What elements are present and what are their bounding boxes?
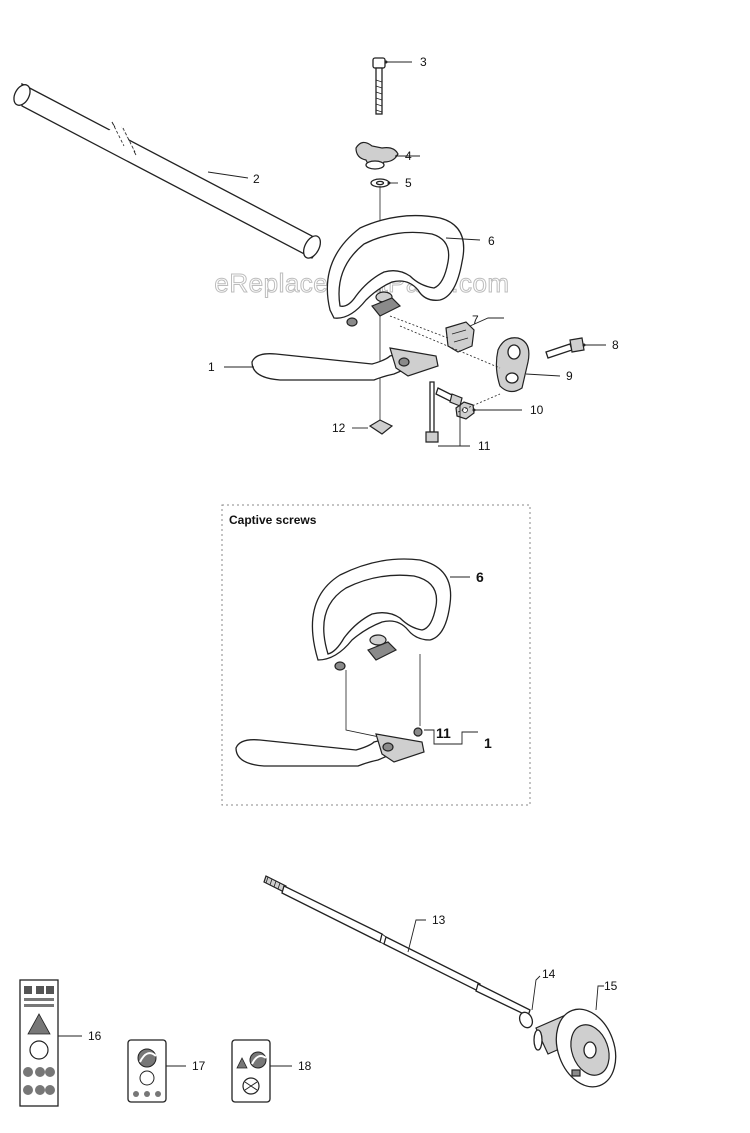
svg-text:17: 17 (192, 1059, 206, 1073)
callout-16: 16 (58, 1029, 102, 1043)
callout-18: 18 (270, 1059, 312, 1073)
svg-text:1: 1 (484, 735, 492, 751)
callout-9: 9 (525, 369, 573, 383)
callout-1: 1 (208, 360, 254, 374)
callout-12: 12 (332, 421, 368, 435)
loop-handle-icon (326, 214, 465, 327)
svg-text:10: 10 (530, 403, 544, 417)
warning-decal-icon (19, 979, 59, 1107)
clamp-icon (445, 321, 475, 353)
loop-handle-bar-icon (235, 727, 425, 767)
callout-8: 8 (584, 338, 619, 352)
svg-text:5: 5 (405, 176, 412, 190)
svg-text:15: 15 (604, 979, 618, 993)
inset-title: Captive screws (229, 513, 317, 527)
callout-5: 5 (389, 176, 412, 190)
svg-text:16: 16 (88, 1029, 102, 1043)
callout-17: 17 (166, 1059, 206, 1073)
svg-text:13: 13 (432, 913, 446, 927)
svg-text:6: 6 (488, 234, 495, 248)
drive-shaft-icon (263, 875, 531, 1017)
svg-text:8: 8 (612, 338, 619, 352)
callout-6-inset: 6 (450, 569, 484, 585)
svg-text:4: 4 (405, 149, 412, 163)
callout-2: 2 (207, 171, 260, 186)
svg-text:18: 18 (298, 1059, 312, 1073)
svg-text:12: 12 (332, 421, 346, 435)
svg-text:9: 9 (566, 369, 573, 383)
svg-text:14: 14 (542, 967, 556, 981)
callout-4: 4 (395, 149, 420, 163)
snap-ring-icon (518, 1011, 534, 1029)
decal-icon (127, 1039, 167, 1103)
svg-text:3: 3 (420, 55, 427, 69)
callout-14: 14 (531, 967, 556, 1011)
callout-11: 11 (438, 404, 491, 453)
clutch-drum-icon (533, 1008, 617, 1088)
callout-6: 6 (445, 234, 495, 248)
stop-bracket-icon (495, 337, 530, 393)
svg-text:11: 11 (436, 725, 451, 741)
svg-text:1: 1 (208, 360, 215, 374)
svg-text:6: 6 (476, 569, 484, 585)
svg-text:7: 7 (472, 313, 479, 327)
callout-15: 15 (595, 979, 618, 1011)
wing-knob-icon (355, 141, 399, 170)
callout-13: 13 (407, 913, 446, 953)
captive-screws-inset: Captive screws 6 11 1 (221, 504, 531, 806)
callout-7: 7 (469, 313, 504, 327)
shaft-tube-icon (13, 82, 322, 259)
decal-icon (231, 1039, 271, 1103)
svg-text:2: 2 (253, 172, 260, 186)
loop-handle-bar-icon (251, 347, 439, 381)
svg-text:11: 11 (478, 439, 491, 453)
square-nut-icon (368, 419, 394, 435)
washer-icon (370, 178, 390, 188)
leader-dots (384, 60, 586, 412)
loop-handle-icon (311, 558, 452, 671)
callout-10: 10 (474, 403, 544, 417)
screw-icon (545, 337, 585, 359)
callout-3: 3 (386, 55, 427, 69)
bolt-icon (372, 57, 386, 115)
callout-11-inset: 11 1 (424, 725, 492, 751)
